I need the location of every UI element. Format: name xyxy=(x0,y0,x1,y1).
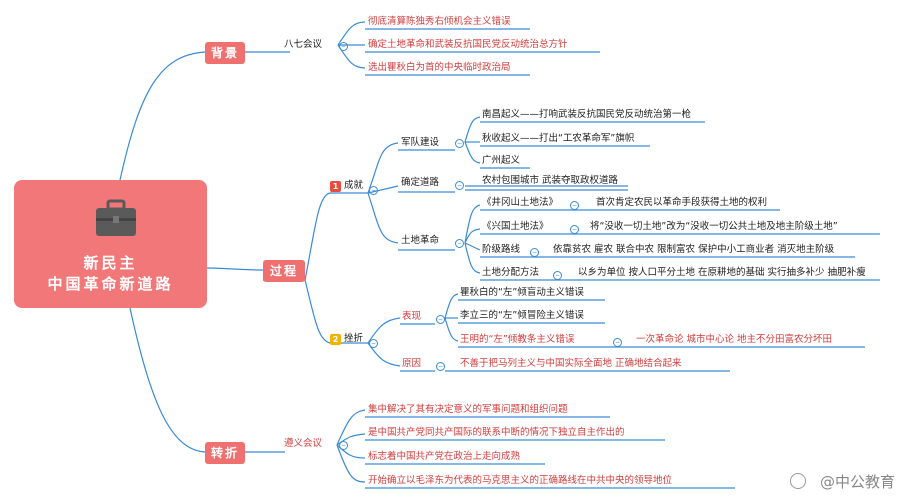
weibo-icon xyxy=(790,473,806,489)
land-row-name: 阶级路线 xyxy=(482,244,521,255)
collapse-icon[interactable]: − xyxy=(553,271,562,280)
august-seventh-meeting[interactable]: 八七会议 xyxy=(284,39,323,50)
setbacks-node[interactable]: 挫折 xyxy=(344,333,364,344)
background-node[interactable]: 背景 xyxy=(205,42,245,64)
collapse-icon[interactable]: − xyxy=(570,225,579,234)
collapse-icon[interactable]: − xyxy=(339,441,348,450)
background-item: 彻底清算陈独秀右倾机会主义错误 xyxy=(368,16,511,27)
cause-text: 不善于把马列主义与中国实际全面地 正确地结合起来 xyxy=(460,358,682,369)
collapse-icon[interactable]: − xyxy=(436,315,445,324)
collapse-icon[interactable]: − xyxy=(530,248,539,257)
zunyi-meeting[interactable]: 遵义会议 xyxy=(284,438,323,449)
root-node[interactable]: 新民主 中国革命新道路 xyxy=(14,180,207,308)
turning-item: 开始确立以毛泽东为代表的马克思主义的正确路线在中共中央的领导地位 xyxy=(368,475,673,486)
collapse-icon[interactable]: − xyxy=(339,42,348,51)
briefcase-icon xyxy=(96,199,136,236)
collapse-icon[interactable]: − xyxy=(436,362,445,371)
collapse-icon[interactable]: − xyxy=(455,181,464,190)
turning-item: 集中解决了其有决定意义的军事问题和组织问题 xyxy=(368,404,568,415)
land-row-name: 土地分配方法 xyxy=(482,267,540,278)
priority-2-badge: 2 xyxy=(330,334,341,345)
root-title-line1: 新民主 xyxy=(83,254,138,272)
manifest-extra: 一次革命论 城市中心论 地主不分田富农分坏田 xyxy=(636,334,833,345)
army-item: 秋收起义——打出“工农革命军”旗帜 xyxy=(482,133,635,144)
army-item: 南昌起义——打响武装反抗国民党反动统治第一枪 xyxy=(482,109,692,120)
collapse-icon[interactable]: − xyxy=(455,139,464,148)
land-row-desc: 依靠贫农 雇农 联合中农 限制富农 保护中小工商业者 消灭地主阶级 xyxy=(553,244,835,255)
turning-item: 是中国共产党同共产国际的联系中断的情况下独立自主作出的 xyxy=(368,427,625,438)
land-row-name: 《井冈山土地法》 xyxy=(482,197,559,208)
manifest-item: 王明的“左”倾教条主义错误 xyxy=(460,334,575,345)
background-item: 选出瞿秋白为首的中央临时政治局 xyxy=(368,62,511,73)
root-title-line2: 中国革命新道路 xyxy=(47,275,174,293)
land-row-desc: 将“没收一切土地”改为“没收一切公共土地及地主阶级土地” xyxy=(590,221,838,232)
watermark: @中公教育 xyxy=(819,473,895,491)
land-revolution-node[interactable]: 土地革命 xyxy=(401,235,440,246)
background-item: 确定土地革命和武装反抗国民党反动统治总方针 xyxy=(368,39,568,50)
land-row-desc: 以乡为单位 按人口平分土地 在原耕地的基础 实行抽多补少 抽肥补瘦 xyxy=(578,267,866,278)
turning-node[interactable]: 转折 xyxy=(205,442,245,464)
army-item: 广州起义 xyxy=(482,155,521,166)
process-node[interactable]: 过程 xyxy=(263,260,305,282)
collapse-icon[interactable]: − xyxy=(369,186,378,195)
priority-1-badge: 1 xyxy=(330,181,341,192)
collapse-icon[interactable]: − xyxy=(369,339,378,348)
manifest-node[interactable]: 表现 xyxy=(402,311,422,322)
manifest-item: 瞿秋白的“左”倾盲动主义错误 xyxy=(460,287,584,298)
turning-item: 标志着中国共产党在政治上走向成熟 xyxy=(368,451,521,462)
army-building-node[interactable]: 军队建设 xyxy=(401,137,440,148)
achievements-node[interactable]: 成就 xyxy=(344,180,364,191)
collapse-icon[interactable]: − xyxy=(613,338,622,347)
road-node[interactable]: 确定道路 xyxy=(401,177,440,188)
collapse-icon[interactable]: − xyxy=(570,201,579,210)
cause-node[interactable]: 原因 xyxy=(402,358,422,369)
land-row-desc: 首次肯定农民以革命手段获得土地的权利 xyxy=(596,197,768,208)
collapse-icon[interactable]: − xyxy=(455,239,464,248)
manifest-item: 李立三的“左”倾冒险主义错误 xyxy=(460,310,584,321)
road-text: 农村包围城市 武装夺取政权道路 xyxy=(482,175,619,186)
land-row-name: 《兴国土地法》 xyxy=(482,221,549,232)
